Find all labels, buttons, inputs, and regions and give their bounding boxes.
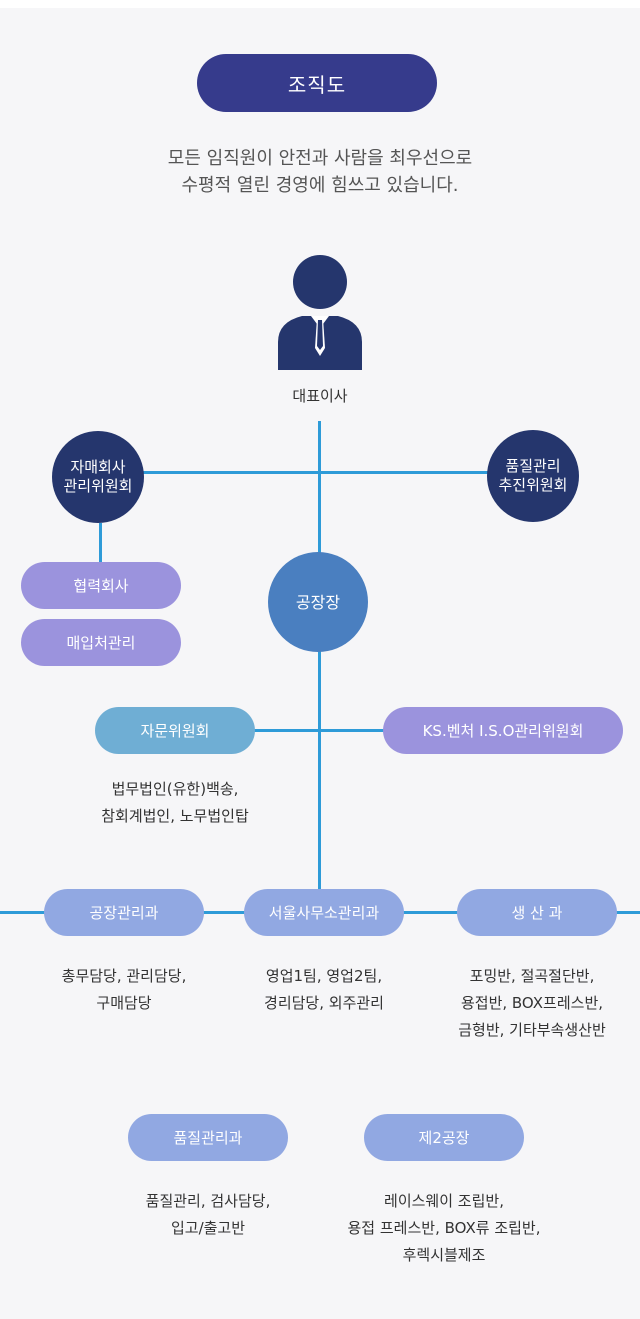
second-plant-desc-line3: 후렉시블제조 <box>402 1246 486 1264</box>
subsidiary-committee-node: 자매회사 관리위원회 <box>52 431 144 523</box>
ceo-to-plant-line <box>318 421 321 924</box>
seoul-office-desc-line1: 영업1팀, 영업2팀, <box>265 967 383 985</box>
intro-line-1: 모든 임직원이 안전과 사람을 최우선으로 <box>167 148 473 169</box>
advisory-desc-line1: 법무법인(유한)백송, <box>111 780 239 798</box>
plant-management-desc-line1: 총무담당, 관리담당, <box>61 967 187 985</box>
intro-line-2: 수평적 열린 경영에 힘쓰고 있습니다. <box>181 175 459 196</box>
quality-committee-line2: 추진위원회 <box>498 476 568 494</box>
subsidiary-to-partners-line <box>99 523 102 563</box>
quality-management-desc-line1: 품질관리, 검사담당, <box>145 1192 271 1210</box>
advisory-committee-pill: 자문위원회 <box>95 707 255 754</box>
advisory-description: 법무법인(유한)백송, 참회계법인, 노무법인탑 <box>55 776 295 830</box>
page-title: 조직도 <box>197 54 437 112</box>
advisory-connector-line <box>250 729 390 732</box>
seoul-office-desc-line2: 경리담당, 외주관리 <box>264 994 384 1012</box>
quality-management-dept-pill: 품질관리과 <box>128 1114 288 1161</box>
plant-manager-label: 공장장 <box>295 592 341 612</box>
plant-management-dept-pill: 공장관리과 <box>44 889 204 936</box>
second-plant-desc-line1: 레이스웨이 조립반, <box>384 1192 504 1210</box>
partner-company-pill: 협력회사 <box>21 562 181 609</box>
second-plant-description: 레이스웨이 조립반, 용접 프레스반, BOX류 조립반, 후렉시블제조 <box>319 1188 569 1269</box>
committee-connector-line <box>140 471 492 474</box>
seoul-office-description: 영업1팀, 영업2팀, 경리담당, 외주관리 <box>224 963 424 1017</box>
second-plant-desc-line2: 용접 프레스반, BOX류 조립반, <box>347 1219 541 1237</box>
person-icon <box>278 255 362 370</box>
ceo-label: 대표이사 <box>292 387 348 405</box>
intro-text: 모든 임직원이 안전과 사람을 최우선으로 수평적 열린 경영에 힘쓰고 있습니… <box>100 145 540 199</box>
seoul-office-dept-pill: 서울사무소관리과 <box>244 889 404 936</box>
subsidiary-committee-line2: 관리위원회 <box>63 477 133 495</box>
second-plant-pill: 제2공장 <box>364 1114 524 1161</box>
subsidiary-committee-line1: 자매회사 <box>70 458 126 476</box>
production-description: 포밍반, 절곡절단반, 용접반, BOX프레스반, 금형반, 기타부속생산반 <box>427 963 637 1044</box>
production-desc-line1: 포밍반, 절곡절단반, <box>469 967 595 985</box>
quality-management-description: 품질관리, 검사담당, 입고/출고반 <box>113 1188 303 1242</box>
plant-management-desc-line2: 구매담당 <box>96 994 152 1012</box>
production-dept-pill: 생 산 과 <box>457 889 617 936</box>
quality-management-desc-line2: 입고/출고반 <box>170 1219 246 1237</box>
supplier-management-pill: 매입처관리 <box>21 619 181 666</box>
quality-committee-node: 품질관리 추진위원회 <box>487 430 579 522</box>
production-desc-line2: 용접반, BOX프레스반, <box>460 994 604 1012</box>
quality-committee-line1: 품질관리 <box>505 457 561 475</box>
plant-management-description: 총무담당, 관리담당, 구매담당 <box>24 963 224 1017</box>
advisory-desc-line2: 참회계법인, 노무법인탑 <box>101 807 249 825</box>
production-desc-line3: 금형반, 기타부속생산반 <box>458 1021 606 1039</box>
ks-iso-committee-pill: KS.벤처 I.S.O관리위원회 <box>383 707 623 754</box>
plant-manager-node: 공장장 <box>268 552 368 652</box>
org-chart-canvas: 조직도 모든 임직원이 안전과 사람을 최우선으로 수평적 열린 경영에 힘쓰고… <box>0 8 640 1319</box>
